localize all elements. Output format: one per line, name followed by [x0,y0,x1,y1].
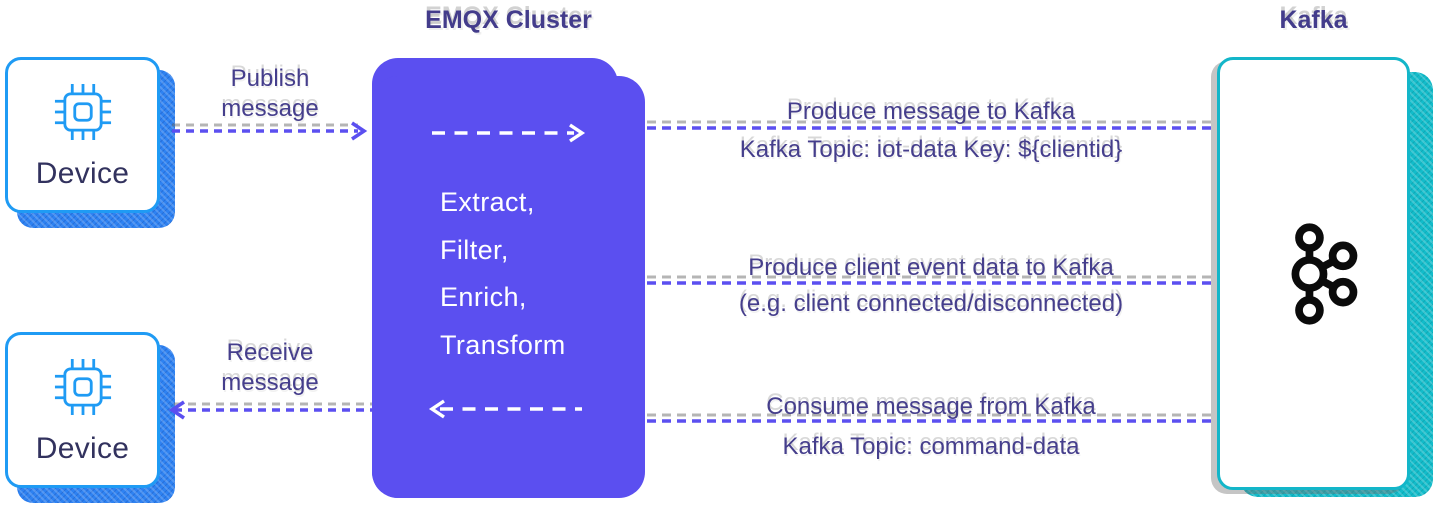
pipeline-step-transform: Transform [440,329,566,360]
chip-icon [54,83,111,141]
emqx-cluster-title: EMQX Cluster [425,6,592,34]
device-top-label: Device [35,157,130,190]
consume-message-line [647,413,1215,423]
produce-message-label-top: Produce message to Kafka [786,98,1076,125]
pipeline-step-extract: Extract, [440,187,535,217]
publish-arrow [172,121,368,141]
device-top-card: Device [5,57,160,213]
kafka-logo-icon [1291,222,1357,325]
publish-message-label: Publish message [221,65,319,122]
device-bottom-card: Device [5,332,160,488]
flow-right-arrow-icon [432,123,586,143]
emqx-cluster-content: Extract, Filter, Enrich, Transform [372,58,645,498]
receive-message-label: Receive message [221,339,319,396]
produce-event-label-bottom: (e.g. client connected/disconnected) [738,290,1124,317]
emqx-cluster-box-step [372,76,645,498]
kafka-title: Kafka [1279,6,1348,34]
kafka-card [1217,57,1410,490]
produce-message-line [647,120,1215,130]
pipeline-steps: Extract, Filter, Enrich, Transform [440,179,566,369]
device-bottom-label: Device [35,432,130,465]
consume-message-label-bottom: Kafka Topic: command-data [782,433,1080,460]
pipeline-step-filter: Filter, [440,234,509,265]
flow-left-arrow-icon [428,399,582,419]
receive-arrow [168,400,373,420]
consume-message-label-top: Consume message from Kafka [766,393,1096,420]
produce-message-label-bottom: Kafka Topic: iot-data Key: ${clientid} [739,136,1123,163]
chip-icon [54,358,111,416]
pipeline-step-enrich: Enrich, [440,282,527,312]
produce-event-line [647,275,1215,285]
produce-event-label-top: Produce client event data to Kafka [748,254,1114,281]
